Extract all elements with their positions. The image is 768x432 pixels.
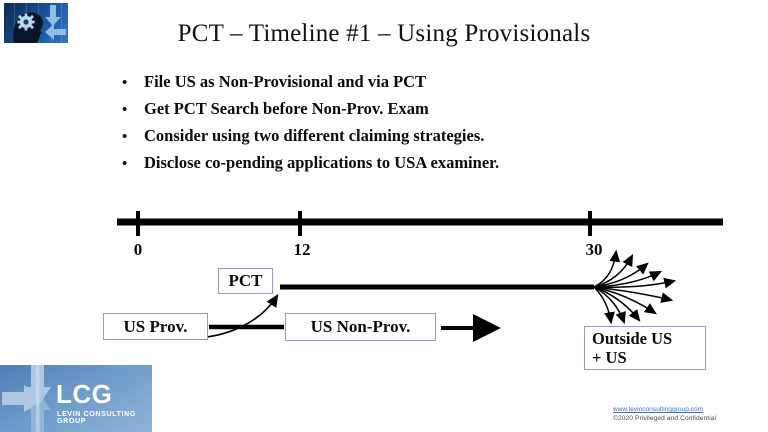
national-phase-fan (593, 249, 677, 325)
us-nonprovisional-box: US Non-Prov. (285, 313, 436, 341)
tick-label-0: 0 (133, 240, 143, 259)
tick-label-12: 12 (293, 240, 311, 259)
tick-label-30: 30 (585, 240, 603, 259)
bullet-text: Get PCT Search before Non-Prov. Exam (144, 99, 429, 118)
lcg-wordmark: LCG (56, 379, 113, 409)
bullet-item: • Consider using two different claiming … (122, 126, 722, 146)
bullet-marker-icon: • (122, 75, 128, 91)
footer: www.levinconsultinggroup.com ©2020 Privi… (613, 405, 763, 424)
lcg-arrows-icon (2, 365, 51, 432)
us-provisional-box: US Prov. (103, 313, 208, 340)
bullet-item: • File US as Non-Provisional and via PCT (122, 72, 722, 92)
outside-us-line-2: + US (592, 347, 627, 367)
outside-us-box: Outside US + US (584, 326, 706, 370)
brand-logo (4, 3, 68, 43)
page-title: PCT – Timeline #1 – Using Provisionals (177, 20, 591, 47)
pct-box: PCT (218, 268, 273, 294)
bullet-marker-icon: • (122, 156, 128, 172)
bullet-item: • Get PCT Search before Non-Prov. Exam (122, 99, 722, 119)
bullet-text: Consider using two different claiming st… (144, 126, 485, 145)
lcg-logo: LCG LEVIN CONSULTING GROUP (0, 365, 152, 432)
brain-gear-icon (13, 5, 66, 43)
lcg-tagline: LEVIN CONSULTING GROUP (57, 409, 136, 426)
bullet-list: • File US as Non-Provisional and via PCT… (122, 72, 722, 180)
provisional-to-pct-arrow (195, 293, 279, 339)
footer-website-link[interactable]: www.levinconsultinggroup.com (613, 406, 704, 413)
timeline-axis (117, 211, 723, 236)
bullet-marker-icon: • (122, 102, 128, 118)
bullet-marker-icon: • (122, 129, 128, 145)
footer-copyright: ©2020 Privileged and Confidential (613, 415, 717, 423)
outside-us-line-1: Outside US (592, 329, 673, 348)
bullet-item: • Disclose co-pending applications to US… (122, 153, 722, 173)
bullet-text: File US as Non-Provisional and via PCT (144, 72, 427, 91)
bullet-text: Disclose co-pending applications to USA … (144, 153, 500, 172)
